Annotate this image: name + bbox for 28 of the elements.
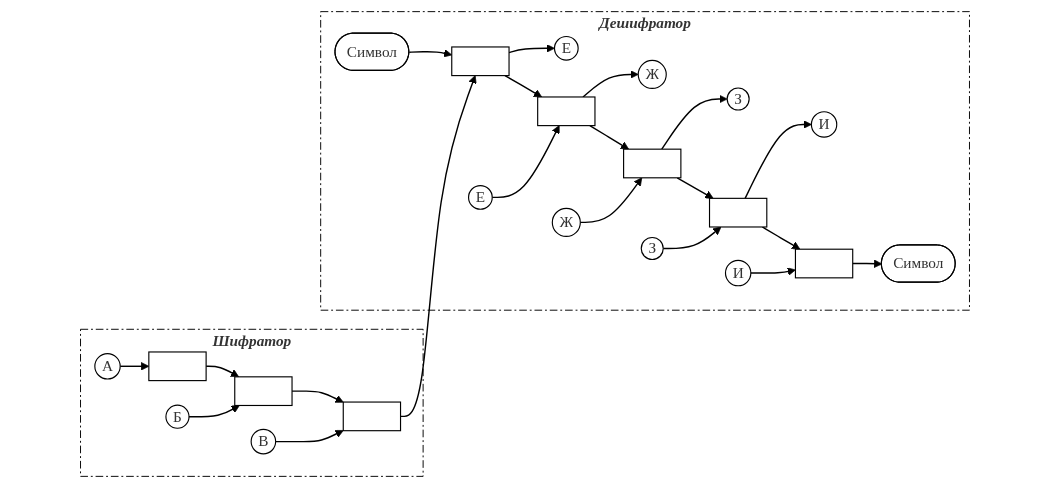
node-circle: А [94, 352, 121, 380]
node-box [537, 95, 596, 126]
node-circle: З [726, 86, 750, 111]
node-box [451, 45, 510, 76]
arrow [504, 74, 543, 97]
node-box [794, 248, 854, 278]
node-box [234, 375, 293, 406]
arrow [582, 69, 639, 98]
node-box [342, 401, 402, 431]
node-box [148, 350, 207, 381]
node-box [623, 148, 682, 178]
node-circle: В [250, 428, 277, 454]
node-circle: Ж [551, 207, 581, 237]
arrow [761, 225, 801, 250]
arrow [750, 266, 796, 276]
node-circle: Б [165, 404, 190, 429]
node-circle: И [810, 110, 838, 138]
node-circle: Е [553, 35, 579, 61]
node-circle: Ж [637, 59, 667, 89]
arrow [661, 94, 728, 150]
node-circle: Е [468, 184, 493, 210]
arrow [662, 226, 722, 249]
node-circle: И [724, 259, 752, 286]
node-circle: З [640, 236, 664, 260]
arrow [589, 124, 630, 150]
arrow [744, 119, 812, 199]
arrow [676, 176, 714, 199]
node-box [708, 197, 768, 228]
